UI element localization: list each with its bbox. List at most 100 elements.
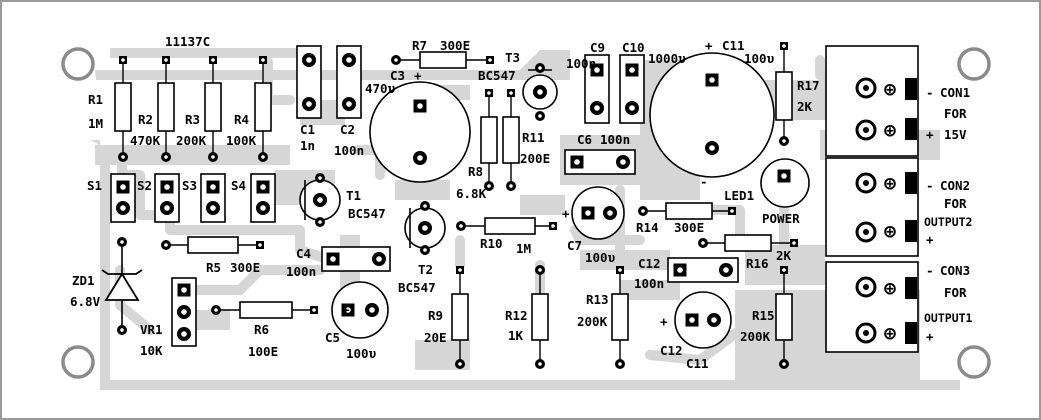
pad-drill-hole [210,205,216,211]
pad-drill-hole [782,362,786,366]
label-r8-value: 6.8K [456,186,487,201]
resistor-r17-body [775,71,793,121]
svg-text:⊕: ⊕ [884,118,896,142]
label-t2-value: BC547 [398,280,436,295]
label-r5-value: 300E [230,260,260,275]
zener-zd1-symbol [104,272,140,301]
svg-text:⊕: ⊕ [884,77,896,101]
label-con2-line1: FOR [944,196,967,211]
label-zd1-ref: ZD1 [72,273,95,288]
pad-drill-hole [487,91,491,95]
label-con2-line2: OUTPUT2 [924,215,972,229]
label-vr1-ref: VR1 [140,322,163,337]
label-r5-ref: R5 [206,260,221,275]
pad-drill-hole [863,180,869,186]
label-zd1-value: 6.8V [70,294,101,309]
pad-drill-hole [345,307,351,313]
pad-drill-hole [594,105,600,111]
svg-text:⊕: ⊕ [884,321,896,345]
pad-drill-hole [538,66,542,70]
pad-drill-hole [551,224,555,228]
label-con3-plus: + [926,329,934,344]
label-c11-ref: C12 [660,343,683,358]
pad-drill-hole [629,105,635,111]
led1-body [760,158,810,208]
label-c3-value: 470υ [365,81,396,96]
resistor-r1-body [114,82,132,132]
pad-drill-hole [306,57,312,63]
pad-drill-hole [417,155,423,161]
label-c1-value: 1n [300,138,315,153]
label-c4-value: 100n [286,264,316,279]
label-r12-value: 1K [508,328,524,343]
label-con1-plus: + [926,127,934,142]
pad-drill-hole [620,159,626,165]
pad-drill-hole [261,155,265,159]
pad-drill-hole [863,229,869,235]
pad-drill-hole [488,58,492,62]
resistor-r15-body [775,293,793,341]
pad-drill-hole [260,184,266,190]
pad-drill-hole [537,89,543,95]
silkscreen-labels: 11137C R1 1M R2 470K R3 200K R4 100K S1 … [70,34,973,371]
label-s3: S3 [182,178,197,193]
label-c9-ref: C10 [622,40,645,55]
label-t3-value: BC547 [478,68,516,83]
label-c6-ref: C6 [577,132,592,147]
pad-drill-hole [422,225,428,231]
resistor-r3-body [204,82,222,132]
label-c6-value: 100n [600,132,630,147]
label-c8-ref: C9 [590,40,605,55]
pad-drill-hole [120,328,124,332]
pad-drill-hole [458,268,462,272]
mounting-hole-top-left [61,47,95,81]
label-con2-plus: + [926,232,934,247]
pad-drill-hole [369,307,375,313]
label-c2-ref: C2 [340,122,355,137]
pad-drill-hole [120,184,126,190]
resistor-r5-body [187,236,239,254]
pad-drill-hole [181,287,187,293]
pad-drill-hole [318,176,322,180]
pad-drill-hole [574,159,580,165]
pad-drill-hole [618,362,622,366]
pad-drill-hole [258,243,262,247]
pad-drill-hole [782,268,786,272]
pad-drill-hole [863,85,869,91]
pad-drill-hole [538,114,542,118]
pad-drill-hole [164,58,168,62]
pad-drill-hole [346,101,352,107]
pad-drill-hole [121,58,125,62]
pad-drill-hole [509,91,513,95]
label-r7-value: 300E [440,38,470,53]
capacitor-c11-body [674,291,732,349]
label-r11-value: 200E [520,151,550,166]
svg-text:⊕: ⊕ [884,276,896,300]
mounting-holes [61,47,991,379]
mounting-hole-top-right [957,47,991,81]
pad-drill-hole [792,241,796,245]
label-c5-value: 100υ [346,346,377,361]
label-c11-value: C11 [686,356,709,371]
pad-drill-hole [709,145,715,151]
label-r7-ref: R7 [412,38,427,53]
label-r3-ref: R3 [185,112,200,127]
label-r10-value: 1M [516,241,531,256]
resistor-r13-body [611,293,629,341]
pad-drill-hole [863,127,869,133]
pad-drill-hole [120,240,124,244]
label-con3-line1: FOR [944,285,967,300]
label-r6-value: 100E [248,344,278,359]
pad-drill-hole [711,317,717,323]
pad-drill-hole [618,268,622,272]
label-r9-ref: R9 [428,308,443,323]
label-c9-value: 1000υ [648,51,686,66]
label-r15-ref: R15 [752,308,775,323]
label-r13-value: 200K [577,314,608,329]
pad-drill-hole [423,248,427,252]
label-t1-ref: T1 [346,188,361,203]
label-c12-ref: C12 [638,256,661,271]
pad-drill-hole [306,101,312,107]
label-r14-value: 300E [674,220,704,235]
pad-drill-hole [594,67,600,73]
